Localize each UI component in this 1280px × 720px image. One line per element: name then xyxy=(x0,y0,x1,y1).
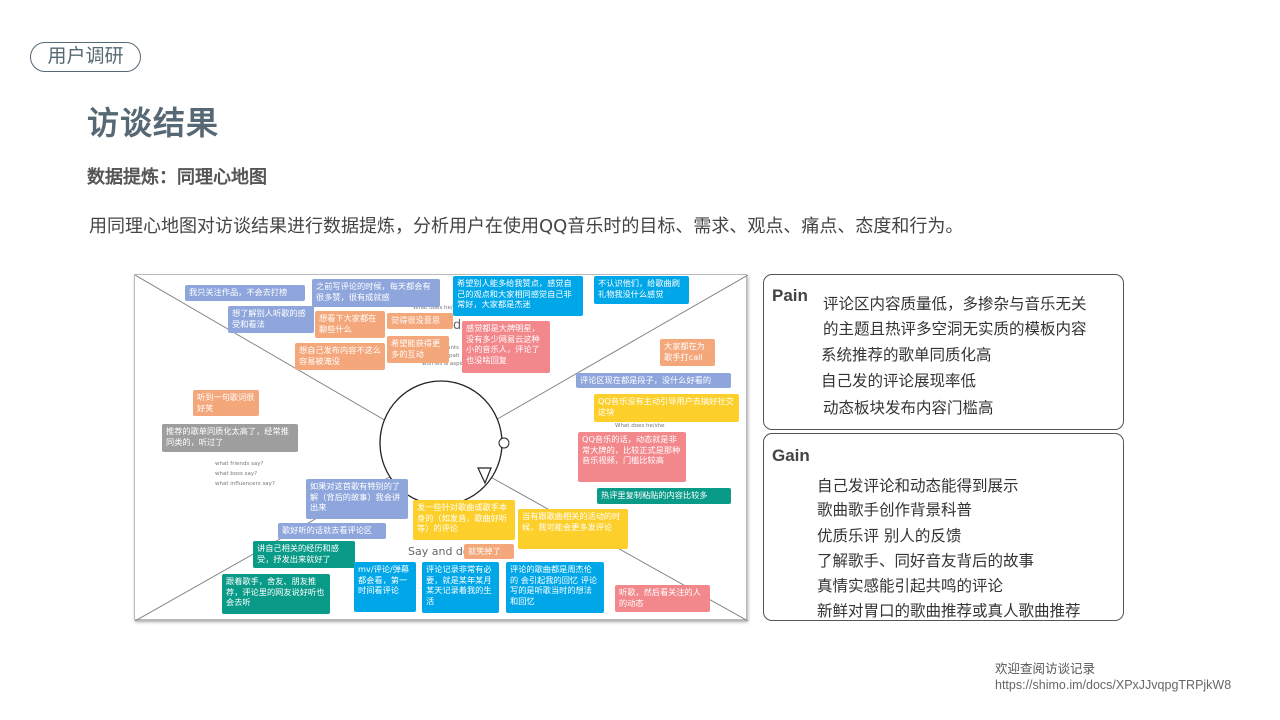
head-illustration xyxy=(379,380,510,506)
sticky-note: 想自己发布内容不这么容易被淹没 xyxy=(295,343,385,370)
sticky-note: 评论的歌曲都是周杰伦的 会引起我的回忆 评论写的是听歌当时的想法和回忆 xyxy=(506,562,604,613)
hint-pati: pati xyxy=(449,353,460,359)
hint-what-does-hear: What does he/she xyxy=(615,423,665,429)
sticky-note: 热评里复制粘贴的内容比较多 xyxy=(597,488,731,504)
sticky-note: QQ音乐没有主动引导用户去搞好社交这块 xyxy=(594,394,739,422)
sticky-note: 不认识他们，给歌曲刷礼物我没什么感觉 xyxy=(594,276,689,304)
section-tag: 用户调研 xyxy=(30,42,141,72)
hint-worries: worries & aspiratio xyxy=(422,361,474,367)
pain-item: 动态板块发布内容门槛高 xyxy=(823,399,994,417)
pain-item: 系统推荐的歌单同质化高 xyxy=(821,346,992,364)
sticky-note: 听到一句歌词很好笑 xyxy=(193,390,259,416)
empathy-map: What does he/s d unts pati worries & asp… xyxy=(134,274,748,621)
sticky-note: 想看下大家都在聊些什么 xyxy=(315,311,385,338)
gain-card: Gain 自己发评论和动态能得到展示 歌曲歌手创作背景科普 优质乐评 别人的反馈… xyxy=(763,433,1124,621)
sticky-note: 希望别人能多给我赞点，感觉自己的观点和大家相同感觉自己非常好，大家都是杰迷 xyxy=(453,276,583,316)
pain-card: Pain 评论区内容质量低，多掺杂与音乐无关 的主题且热评多空洞无实质的模板内容… xyxy=(763,274,1124,430)
sticky-note: 感觉都是大牌明星，没有多少网易云这种小的音乐人，评论了也没啥回复 xyxy=(462,321,550,373)
pain-label: Pain xyxy=(772,286,808,305)
hint-influencers-say: what influencers say? xyxy=(215,481,275,487)
sticky-note: 推荐的歌单同质化太高了，经常推同类的，听过了 xyxy=(162,424,298,452)
gain-item: 自己发评论和动态能得到展示 xyxy=(817,477,1019,495)
sticky-note: 评论区现在都是段子，没什么好看的 xyxy=(576,373,731,388)
sticky-note: 歌好听的话就去看评论区 xyxy=(278,523,386,539)
subtitle: 数据提炼：同理心地图 xyxy=(87,167,267,188)
footer-invite-text: 欢迎查阅访谈记录 xyxy=(995,661,1096,676)
hint-letter: d xyxy=(453,318,462,333)
sticky-note: 想了解别人听歌的感受和看法 xyxy=(228,306,314,333)
sticky-note: 大家都在为歌手打call xyxy=(660,339,715,366)
sticky-note: 希望能获得更多的互动 xyxy=(387,336,449,363)
gain-label: Gain xyxy=(772,446,810,465)
page-title: 访谈结果 xyxy=(87,104,220,142)
hint-friends-say: what friends say? xyxy=(215,461,264,467)
sticky-note: 之前写评论的时候，每天都会有很多赞，很有成就感 xyxy=(312,279,440,307)
sticky-note: 讲自己相关的经历和感受，抒发出来就好了 xyxy=(253,541,355,568)
description: 用同理心地图对访谈结果进行数据提炼，分析用户在使用QQ音乐时的目标、需求、观点、… xyxy=(89,216,964,237)
pain-item: 的主题且热评多空洞无实质的模板内容 xyxy=(823,320,1087,338)
sticky-note: mv/评论/弹幕都会看，第一时间看评论 xyxy=(354,562,416,612)
hint-say-and-do: Say and do xyxy=(408,545,470,558)
sticky-note: 觉得很没意思 xyxy=(387,313,453,329)
hint-boss-say: what boss say? xyxy=(215,471,258,477)
gain-item: 歌曲歌手创作背景科普 xyxy=(817,501,973,519)
empathy-map-lines xyxy=(135,275,748,621)
sticky-note: 听歌，然后看关注的人的动态 xyxy=(615,585,710,612)
gain-item: 新鲜对胃口的歌曲推荐或真人歌曲推荐 xyxy=(817,602,1081,620)
gain-item: 优质乐评 别人的反馈 xyxy=(817,527,962,545)
sticky-note: 就笑掉了 xyxy=(464,544,514,559)
hint-what-does-think: What does he/s xyxy=(413,305,456,311)
sticky-note: 我只关注作品，不会去打榜 xyxy=(185,285,305,301)
pain-item: 评论区内容质量低，多掺杂与音乐无关 xyxy=(823,295,1087,313)
pain-item: 自己发的评论展现率低 xyxy=(821,372,977,390)
sticky-note: 发一些针对歌曲或歌手本身的（如发音，歌曲好听等）的评论 xyxy=(413,500,515,540)
sticky-note: 如果对这首歌有特别的了解（背后的故事）我会讲出来 xyxy=(306,479,408,519)
gain-item: 了解歌手、同好音友背后的故事 xyxy=(817,552,1035,570)
gain-item: 真情实感能引起共鸣的评论 xyxy=(817,577,1004,595)
sticky-note: 评论记录非常有必要，就是某年某月某天记录着我的生活 xyxy=(422,562,499,613)
sticky-note: 跟着歌手，舍友、朋友推荐，评论里的网友说好听也会去听 xyxy=(222,574,330,614)
sticky-note: 当有跟歌曲相关的活动的时候，我可能会更多发评论 xyxy=(518,509,628,549)
sticky-note: QQ音乐的话，动态就是非常大牌的，比较正式是那种音乐视频，门槛比较高 xyxy=(578,432,686,482)
hint-counts: unts xyxy=(447,345,459,351)
footer-link[interactable]: https://shimo.im/docs/XPxJJvqpgTRPjkW8 xyxy=(995,678,1232,692)
